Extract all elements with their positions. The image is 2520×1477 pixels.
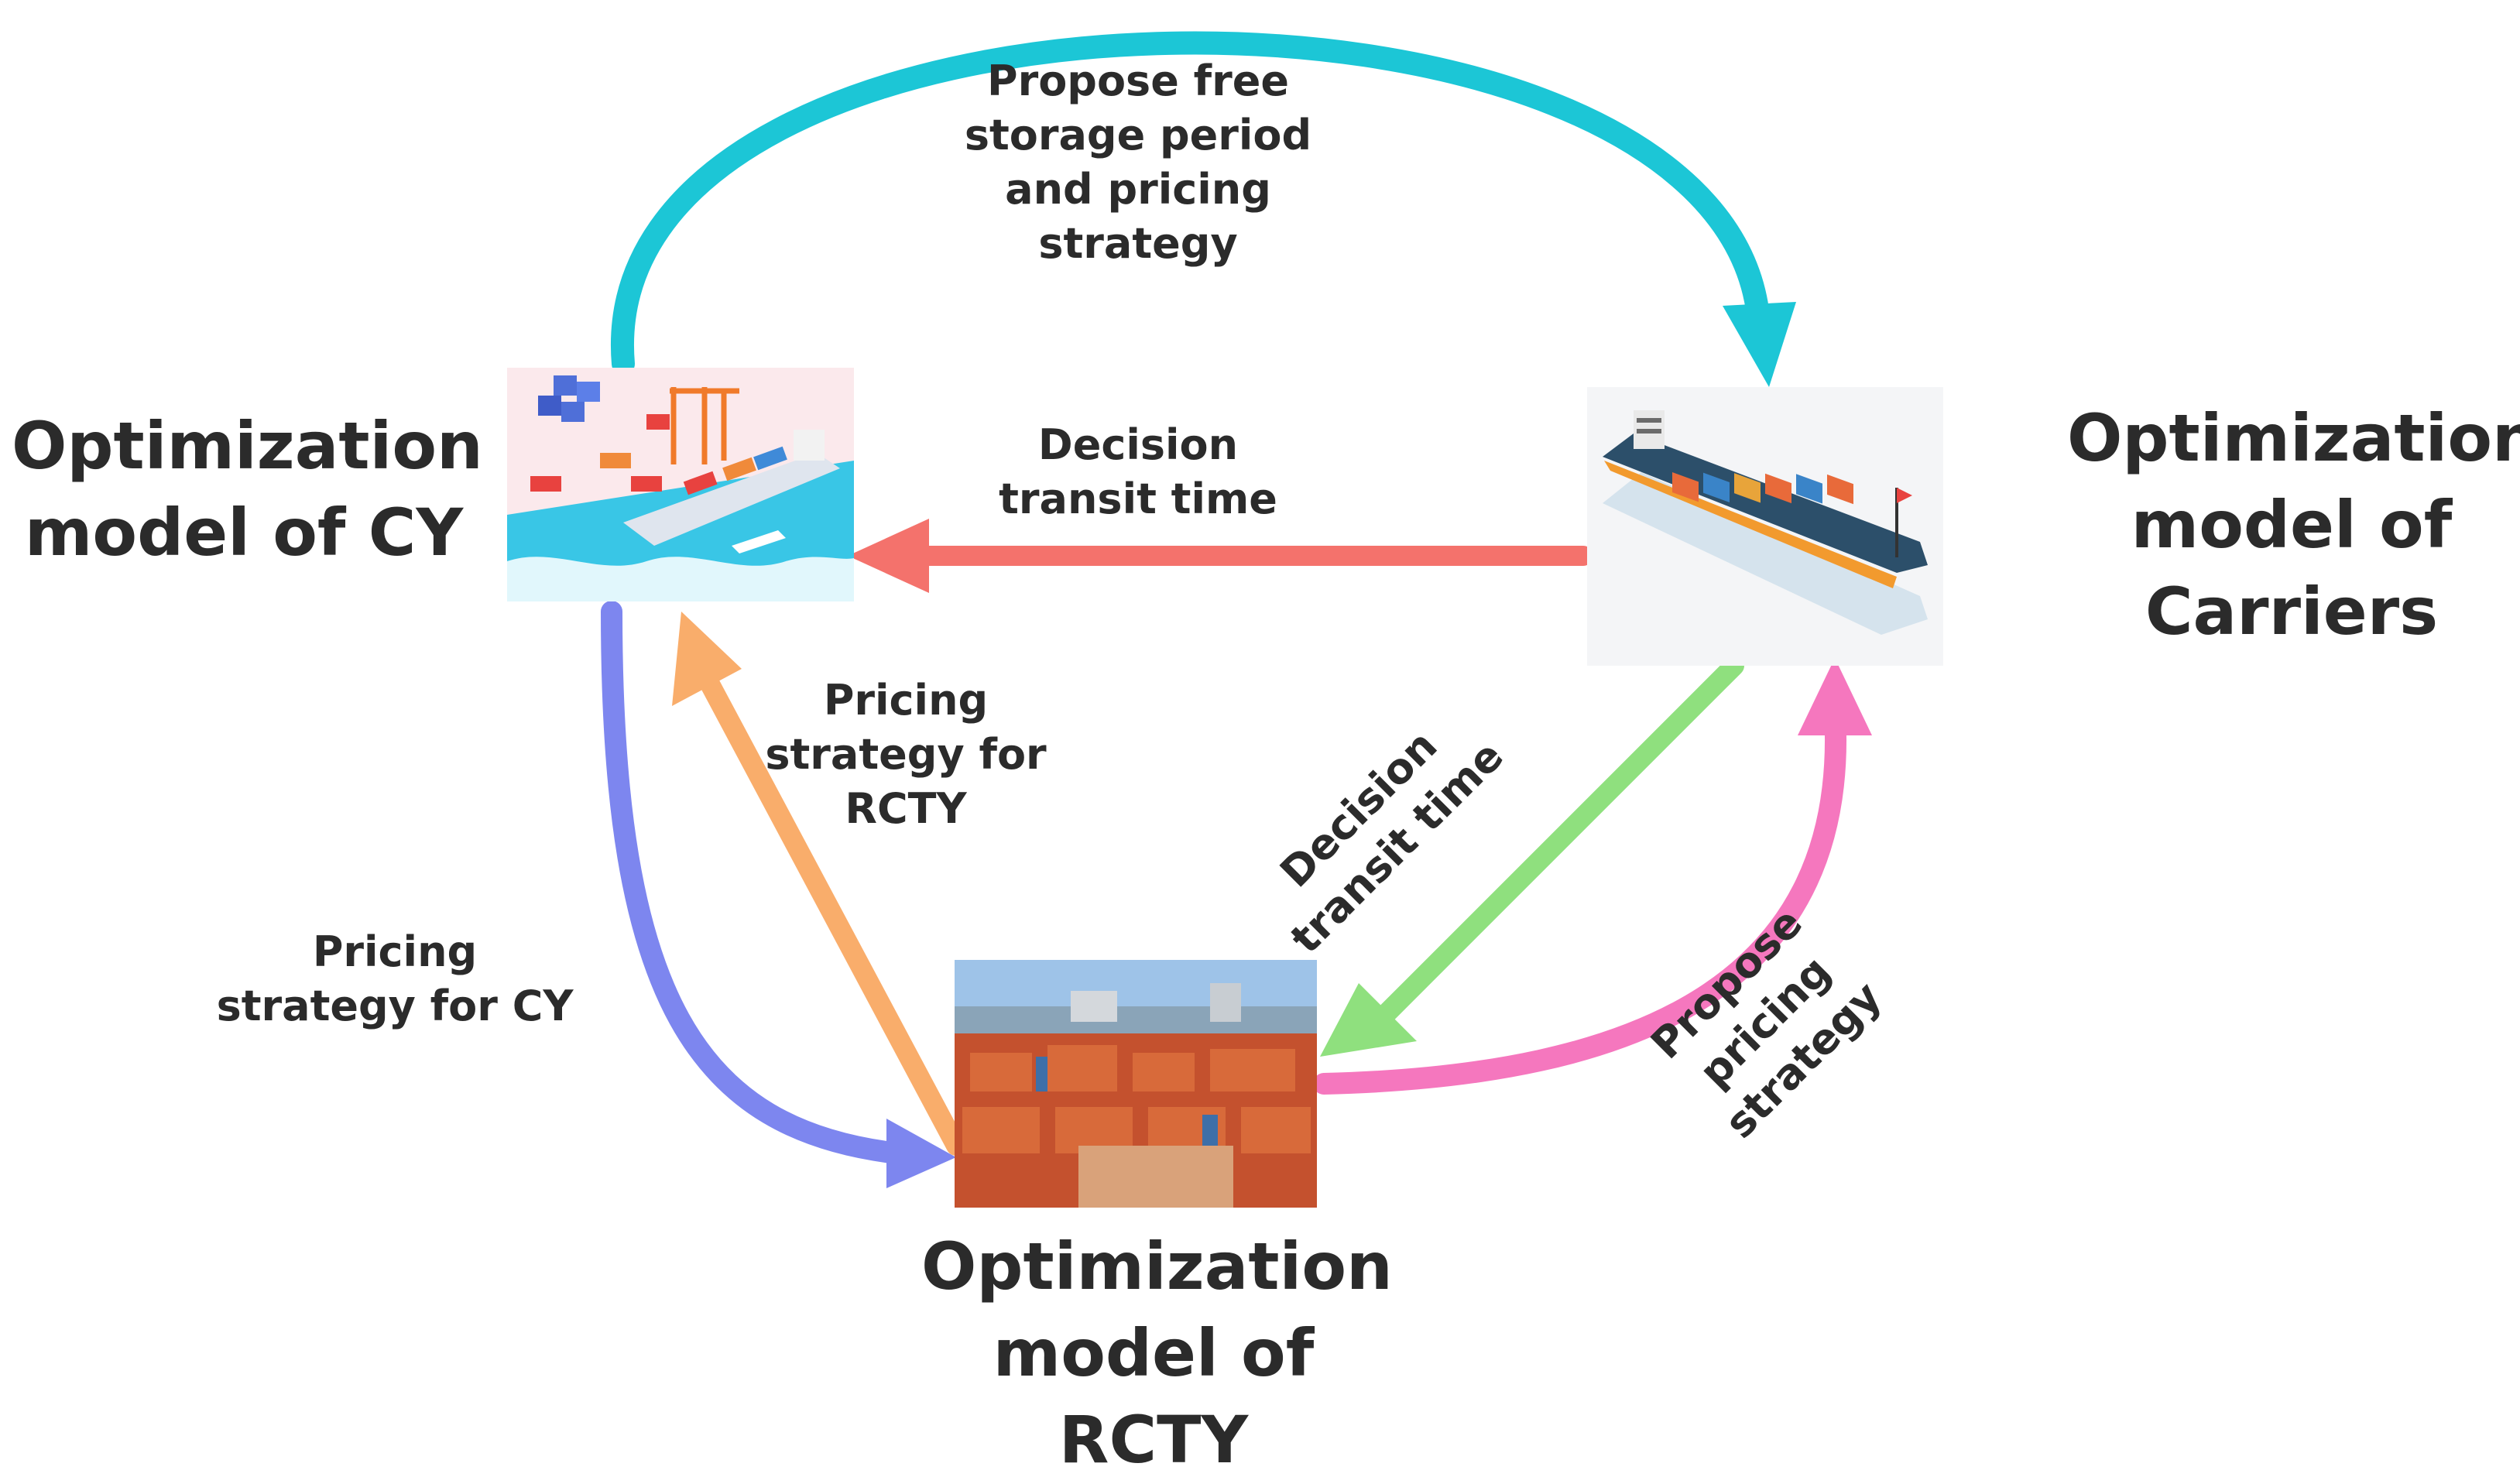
edge-label-carriers-to-cy: Decision transit time <box>999 420 1277 523</box>
rcty-terminal-photo <box>955 960 1317 1208</box>
cy-model-title: Optimization model of CY <box>12 408 483 571</box>
edge-label-rcty-to-cy: Pricing strategy for RCTY <box>765 676 1047 833</box>
edge-label-cy-to-carriers: Propose free storage period and pricing … <box>964 57 1312 268</box>
container-ship-illustration <box>1587 387 1943 666</box>
arrow-carriers-to-rcty <box>1320 656 1744 1057</box>
rcty-model-title: Optimization model of RCTY <box>921 1229 1393 1477</box>
arrow-rcty-to-carriers <box>1313 658 1872 1095</box>
arrow-rcty-to-cy <box>672 612 966 1156</box>
arrow-cy-to-carriers <box>611 31 1796 387</box>
container-yard-illustration <box>507 368 854 601</box>
arrow-cy-to-rcty <box>601 601 956 1188</box>
edge-label-cy-to-rcty: Pricing strategy for CY <box>216 927 574 1030</box>
arrow-carriers-to-cy <box>848 519 1593 593</box>
carriers-model-title: Optimization model of Carriers <box>2067 400 2520 649</box>
